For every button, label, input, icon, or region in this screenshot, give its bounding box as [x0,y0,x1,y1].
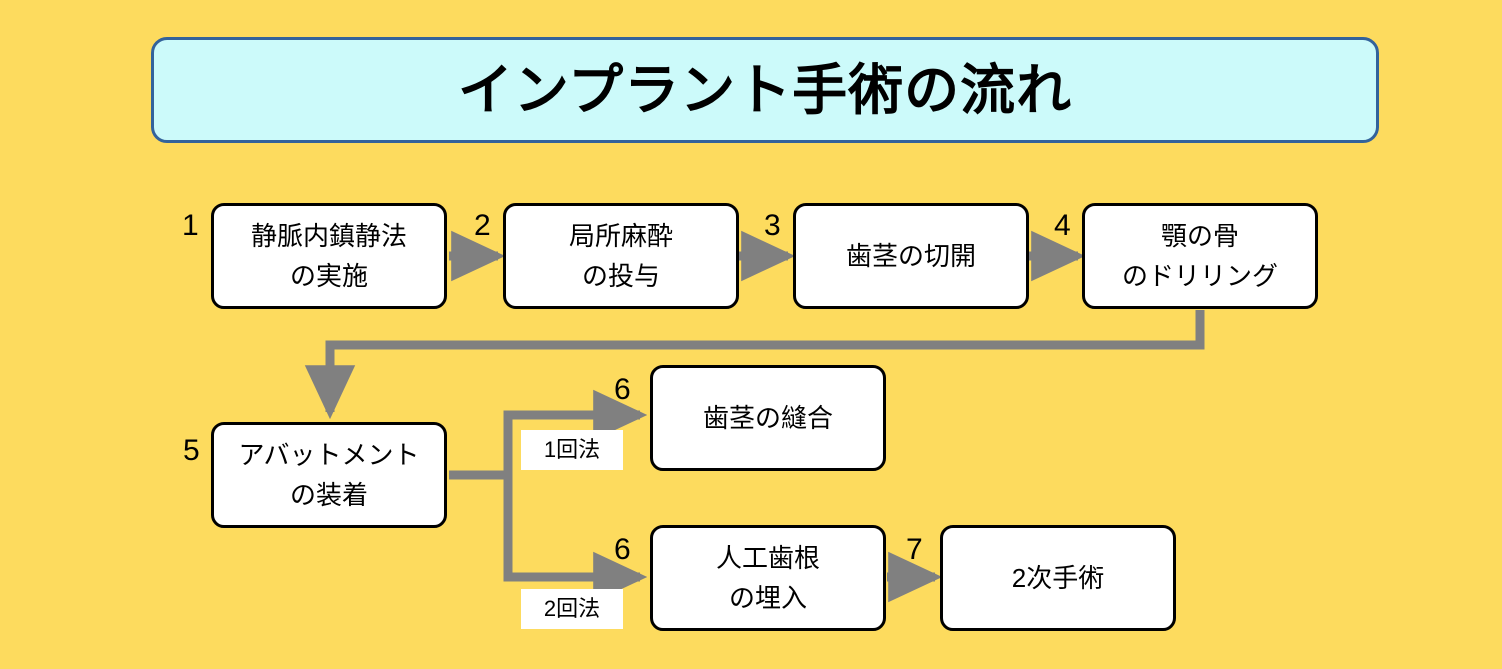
node-step2-line2: の投与 [581,261,660,291]
node-step1-line2: の実施 [289,261,368,291]
step-number-4: 4 [1054,209,1071,242]
step-number-2: 2 [474,209,491,242]
title-banner: インプラント手術の流れ [151,37,1379,143]
node-step7-second-surgery[interactable]: 2次手術 [940,525,1176,631]
node-step5-line2: の装着 [289,480,368,510]
node-step2-local-anesthesia[interactable]: 局所麻酔 の投与 [503,203,739,309]
step-number-5: 5 [183,434,200,467]
step-number-6-bottom: 6 [614,533,631,566]
node-step4-jawbone-drilling[interactable]: 顎の骨 のドリリング [1082,203,1318,309]
node-step1-line1: 静脈内鎮静法 [250,220,407,251]
node-step5-line1: アバットメント [238,439,420,470]
node-step6-bottom-line2: の埋入 [728,583,807,613]
node-step7-line1: 2次手術 [1011,562,1105,593]
node-step1-iv-sedation[interactable]: 静脈内鎮静法 の実施 [211,203,447,309]
node-step3-gum-incision[interactable]: 歯茎の切開 [793,203,1029,309]
branch-label-one-stage: 1回法 [521,430,623,470]
node-step4-line1: 顎の骨 [1160,220,1239,251]
node-step4-line2: のドリリング [1121,261,1278,291]
step-number-7: 7 [906,533,923,566]
branch-label-two-stage: 2回法 [521,589,623,629]
step-number-3: 3 [764,209,781,242]
node-step6-bottom-line1: 人工歯根 [715,542,820,573]
node-step3-line1: 歯茎の切開 [845,240,976,271]
node-step6-top-line1: 歯茎の縫合 [702,402,833,433]
node-step5-abutment-attachment[interactable]: アバットメント の装着 [211,422,447,528]
step-number-6-top: 6 [614,373,631,406]
page-title: インプラント手術の流れ [457,58,1073,121]
node-step2-line1: 局所麻酔 [568,220,673,251]
step-number-1: 1 [182,209,199,242]
node-step6-implant-placement[interactable]: 人工歯根 の埋入 [650,525,886,631]
node-step6-gum-suture[interactable]: 歯茎の縫合 [650,365,886,471]
